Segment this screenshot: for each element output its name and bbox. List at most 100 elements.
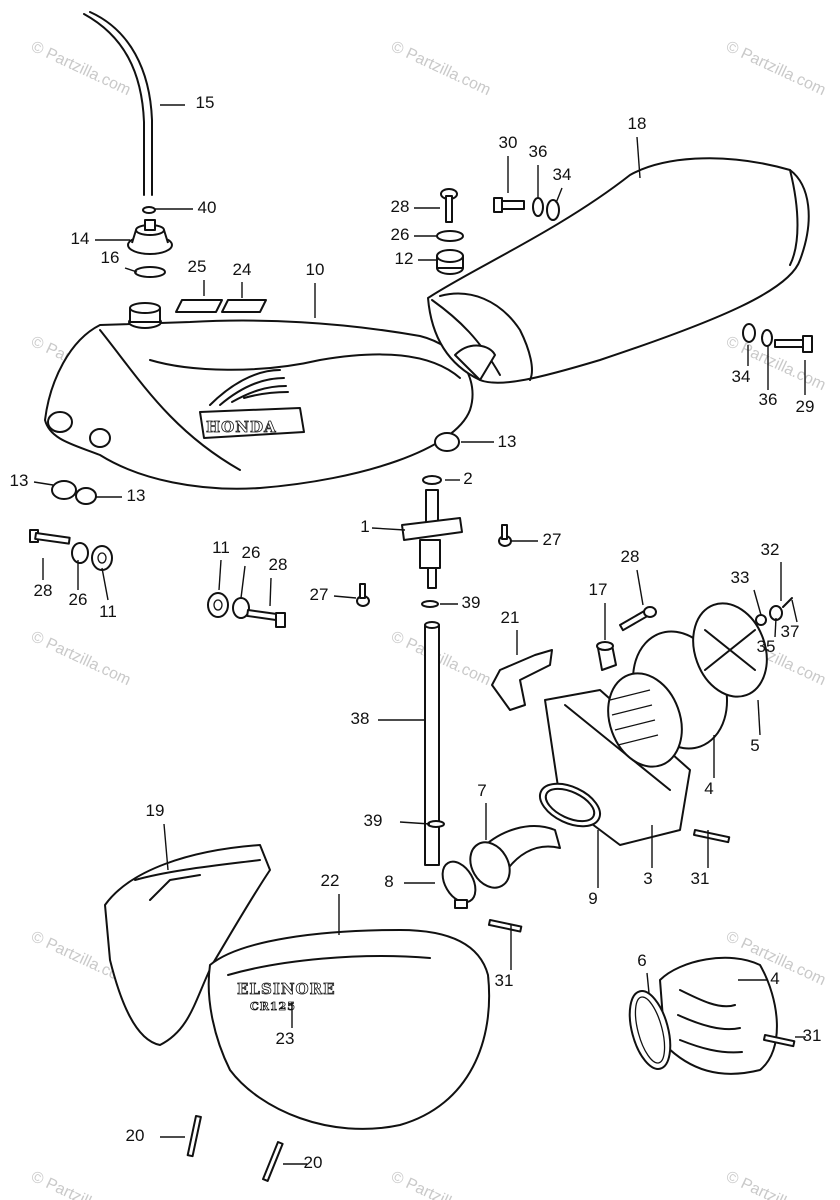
emblem-25 (175, 299, 223, 313)
callout-c26b: 26 (69, 560, 88, 609)
callout-number: 38 (351, 709, 370, 728)
washer-36 (532, 197, 544, 217)
callout-c26c: 26 (240, 543, 260, 599)
callout-number: 13 (127, 486, 146, 505)
callout-number: 34 (732, 367, 751, 386)
callout-number: 26 (69, 590, 88, 609)
intake-boot-4 (659, 956, 778, 1075)
callout-c28d: 28 (621, 547, 644, 606)
watermark-text: © Partzilla.com (723, 1168, 828, 1200)
callout-c20b: 20 (283, 1153, 322, 1172)
washer-26-left (71, 542, 89, 564)
callout-number: 13 (10, 471, 29, 490)
callout-c21: 21 (501, 608, 519, 655)
washer-36-right (761, 329, 773, 347)
washer-34 (546, 199, 560, 221)
callout-c2: 2 (445, 469, 473, 488)
callout-number: 11 (99, 602, 117, 621)
callout-number: 20 (126, 1126, 145, 1145)
callout-number: 28 (34, 581, 53, 600)
screw-31c (762, 1034, 796, 1048)
seat-18 (427, 157, 810, 384)
screw-31 (692, 828, 731, 844)
cap-gasket-16 (134, 266, 166, 278)
callout-c30: 30 (499, 133, 517, 193)
tube-clip-40 (142, 206, 156, 214)
callout-c17: 17 (589, 580, 607, 640)
breather-tube-edge (83, 13, 145, 196)
leader-line (646, 972, 650, 994)
callout-c23: 23 (276, 1002, 294, 1048)
leader-line (371, 527, 406, 531)
callout-number: 34 (553, 165, 572, 184)
screw-27 (498, 524, 512, 547)
callout-number: 1 (360, 517, 369, 536)
breather-tube (89, 11, 153, 196)
tank-brand-text: HONDA (206, 418, 277, 436)
callout-c34a: 34 (553, 165, 572, 204)
side-cover-22: ELSINORE CR125 (207, 929, 491, 1130)
leader-line (163, 823, 169, 871)
callout-c24: 24 (233, 260, 251, 298)
valve-spring-2 (422, 475, 442, 485)
callout-number: 37 (781, 622, 800, 641)
callout-number: 25 (188, 257, 207, 276)
fuel-hose-38 (424, 621, 440, 866)
callout-c5: 5 (750, 699, 761, 755)
grommet-12 (436, 249, 464, 275)
fuel-cap-14 (127, 219, 173, 255)
callout-c14: 14 (71, 229, 130, 248)
callout-c4a: 4 (704, 735, 715, 798)
callout-number: 18 (628, 114, 647, 133)
callout-number: 40 (198, 198, 217, 217)
bolt-28-left (29, 529, 71, 545)
bolt-28 (440, 188, 458, 223)
grommet-17 (596, 641, 617, 671)
callout-number: 28 (391, 197, 410, 216)
watermark-text: © Partzilla.com (28, 38, 133, 99)
leader-line (124, 267, 138, 273)
callout-c16: 16 (101, 248, 138, 273)
band-6 (628, 990, 672, 1070)
leader-line (33, 481, 54, 486)
callout-number: 16 (101, 248, 120, 267)
callout-number: 4 (704, 779, 713, 798)
emblem-24 (221, 299, 267, 313)
callout-c28b: 28 (34, 558, 53, 600)
watermark-text: © Partzilla.com (723, 38, 828, 99)
callout-number: 7 (477, 781, 486, 800)
callout-c39b: 39 (364, 811, 431, 830)
callout-number: 4 (770, 969, 779, 988)
callout-number: 36 (759, 390, 778, 409)
callout-c6: 6 (637, 951, 650, 994)
leader-line (555, 187, 563, 204)
callout-c8: 8 (384, 872, 435, 891)
callout-number: 27 (543, 530, 562, 549)
callout-c15a: 15 (160, 93, 214, 112)
air-boot-7 (469, 825, 561, 889)
callout-number: 31 (803, 1026, 822, 1045)
clip-20b (262, 1141, 284, 1182)
leader-line (636, 569, 644, 606)
watermark-text: © Partzilla.com (388, 628, 493, 689)
callout-c22: 22 (321, 871, 340, 935)
clip-20a (186, 1115, 202, 1158)
callout-c13b: 13 (10, 471, 54, 490)
callout-c31b: 31 (495, 925, 513, 990)
callout-number: 36 (529, 142, 548, 161)
callout-number: 28 (621, 547, 640, 566)
callout-c26a: 26 (391, 225, 438, 244)
callout-c31a: 31 (691, 830, 709, 888)
callout-c20a: 20 (126, 1126, 185, 1145)
screw-27b (356, 583, 370, 607)
callout-c40: 40 (155, 198, 216, 217)
callout-c7: 7 (477, 781, 487, 840)
callout-c35: 35 (757, 617, 777, 656)
leader-line (757, 699, 761, 736)
bracket-21 (491, 649, 553, 711)
callout-number: 10 (306, 260, 325, 279)
washer-34-right (742, 323, 756, 343)
callout-number: 11 (212, 538, 230, 557)
callout-c27b: 27 (310, 585, 357, 604)
